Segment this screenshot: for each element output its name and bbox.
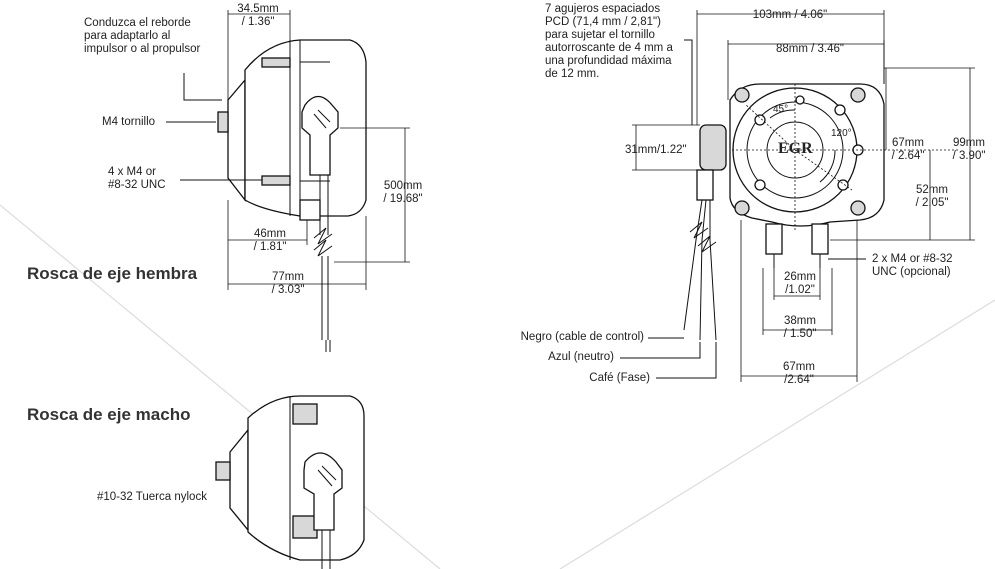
dim-103: 103mm / 4.06" [752, 9, 828, 21]
angle-120: 120° [831, 128, 852, 139]
dim-46: 46mm / 1.81" [253, 228, 287, 253]
holes-note: 7 agujeros espaciados PCD (71,4 mm / 2,8… [545, 3, 673, 80]
dim-77: 77mm / 3.03" [271, 271, 305, 296]
wire-blue-label: Azul (neutro) [548, 351, 614, 363]
adapter-note: Conduzca el reborde para adaptarlo al im… [84, 17, 201, 55]
wire-brown-label: Café (Fase) [589, 372, 650, 384]
side-view-female [166, 10, 410, 352]
dim-26: 26mm /1.02" [784, 271, 816, 296]
brand-logo: EGR [778, 140, 813, 157]
screw-label: M4 tornillo [102, 116, 156, 128]
background-diagonal [559, 299, 995, 569]
base-screws-label: 2 x M4 or #8-32 UNC (opcional) [872, 253, 953, 278]
dim-67-horizontal: 67mm /2.64" [783, 361, 815, 386]
front-view [620, 10, 975, 382]
dim-52: 52mm / 2.05" [915, 184, 949, 209]
dim-500-cable: 500mm / 19.68" [383, 180, 423, 205]
dim-88: 88mm / 3.46" [775, 43, 844, 55]
side-view-male [215, 395, 365, 569]
nut-label: #10-32 Tuerca nylock [97, 491, 207, 503]
dim-34-5: 34.5mm / 1.36" [237, 3, 279, 28]
background-diagonal [0, 204, 441, 569]
wire-black-label: Negro (cable de control) [520, 331, 644, 343]
heading-female-thread: Rosca de eje hembra [27, 264, 198, 283]
dim-38: 38mm / 1.50" [783, 315, 817, 340]
angle-45: 45° [773, 104, 789, 115]
dim-31: 31mm/1.22" [625, 144, 687, 156]
mount-screws-label: 4 x M4 or #8-32 UNC [108, 166, 166, 191]
heading-male-thread: Rosca de eje macho [27, 405, 191, 424]
dim-99: 99mm / 3.90" [952, 137, 986, 162]
dim-67-vertical: 67mm / 2.64" [891, 137, 925, 162]
